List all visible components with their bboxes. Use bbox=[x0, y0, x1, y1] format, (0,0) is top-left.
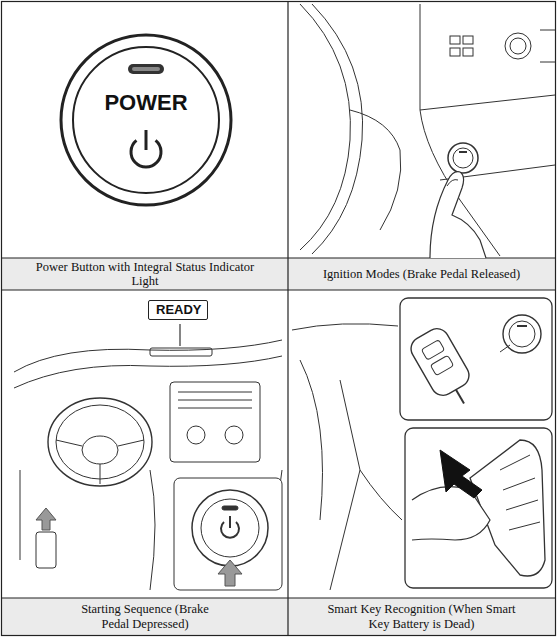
button-bezel bbox=[61, 35, 231, 205]
brake-pedal bbox=[36, 532, 56, 568]
caption-band bbox=[2, 258, 288, 290]
power-button-inset bbox=[192, 490, 268, 566]
caption-band bbox=[2, 598, 288, 635]
key-fob bbox=[407, 324, 474, 399]
caption-band bbox=[288, 258, 555, 290]
finger bbox=[430, 172, 486, 258]
panel-edge bbox=[420, 95, 555, 110]
ready-indicator: READY bbox=[148, 300, 208, 320]
caption-text: Smart Key Recognition (When Smart Key Ba… bbox=[322, 602, 522, 631]
indicator-light bbox=[222, 506, 238, 510]
press-arrow bbox=[440, 450, 482, 498]
dash-top bbox=[14, 356, 282, 388]
status-indicator-light bbox=[132, 67, 160, 71]
dashboard-sketch bbox=[14, 324, 282, 590]
steering-spoke bbox=[350, 110, 401, 230]
status-indicator-light bbox=[128, 64, 164, 74]
power-button: POWER bbox=[58, 32, 234, 208]
button-face bbox=[73, 47, 219, 193]
power-button-small bbox=[503, 315, 541, 353]
smart-key bbox=[407, 324, 482, 413]
power-button-small bbox=[453, 148, 473, 168]
inset-frame bbox=[400, 298, 552, 420]
caption-cell: Power Button with Integral Status Indica… bbox=[2, 258, 288, 290]
power-symbol bbox=[145, 130, 148, 150]
table-rule bbox=[2, 289, 556, 290]
steering-spoke bbox=[56, 440, 144, 484]
steering-wheel bbox=[48, 398, 152, 486]
node-label: READY bbox=[156, 303, 200, 318]
indicator-light bbox=[517, 325, 527, 327]
foot bbox=[412, 487, 490, 540]
press-arrow bbox=[36, 508, 56, 530]
switch-icon bbox=[450, 36, 460, 44]
indicator-light bbox=[459, 151, 467, 153]
button-outline bbox=[58, 32, 234, 208]
dashboard-sketch bbox=[300, 4, 555, 258]
power-button-inset bbox=[201, 499, 259, 557]
inset-frame bbox=[174, 478, 282, 590]
knob bbox=[187, 426, 205, 444]
table-rule bbox=[287, 2, 288, 636]
knob bbox=[225, 426, 243, 444]
steering-wheel-rim bbox=[312, 4, 363, 254]
key-button bbox=[430, 355, 453, 375]
callout-pointer bbox=[179, 324, 180, 346]
inset-frame bbox=[405, 428, 552, 588]
power-button-small bbox=[509, 321, 535, 347]
vent-line bbox=[178, 392, 252, 408]
power-symbol bbox=[229, 516, 231, 528]
center-console bbox=[170, 382, 260, 462]
switch-icon bbox=[463, 48, 473, 56]
display-strip bbox=[150, 348, 212, 356]
panel-edge bbox=[360, 470, 402, 520]
switch-icon bbox=[463, 36, 473, 44]
dial bbox=[510, 38, 526, 54]
dash-top bbox=[14, 340, 282, 372]
fingernail bbox=[447, 180, 458, 186]
caption-band bbox=[288, 598, 555, 635]
caption-text: Ignition Modes (Brake Pedal Released) bbox=[323, 267, 520, 281]
dial bbox=[505, 33, 531, 59]
press-arrow bbox=[218, 560, 242, 586]
dash-top bbox=[292, 324, 398, 330]
steering-hub bbox=[82, 436, 118, 464]
touch-line bbox=[500, 345, 510, 352]
caption-text: Power Button with Integral Status Indica… bbox=[35, 260, 255, 289]
caption-text: Starting Sequence (Brake Pedal Depressed… bbox=[70, 602, 220, 631]
caption-cell: Starting Sequence (Brake Pedal Depressed… bbox=[2, 598, 288, 635]
table-rule bbox=[2, 597, 556, 598]
key-button bbox=[421, 340, 444, 360]
caption-cell: Smart Key Recognition (When Smart Key Ba… bbox=[288, 598, 555, 635]
key-ring bbox=[456, 390, 464, 404]
dashboard-sketch bbox=[292, 298, 552, 590]
power-button-small bbox=[448, 143, 478, 173]
caption-cell: Ignition Modes (Brake Pedal Released) bbox=[288, 258, 555, 290]
panel-edge bbox=[300, 360, 360, 590]
switch-icon bbox=[450, 48, 460, 56]
vent-line bbox=[540, 30, 555, 62]
node-label: POWER bbox=[58, 90, 234, 115]
pedal-grip bbox=[500, 455, 540, 530]
panel-edge bbox=[150, 470, 155, 590]
